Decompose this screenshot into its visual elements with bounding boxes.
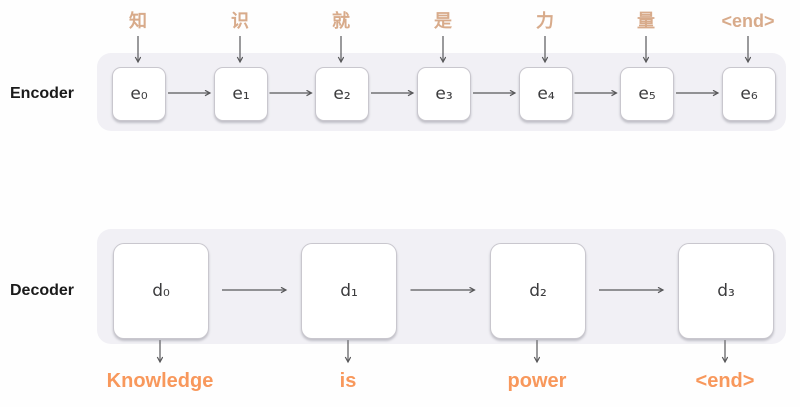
decoder-output-token: is [339, 370, 357, 392]
decoder-cell: d₃ [678, 243, 774, 339]
encoder-cell-label: e₆ [740, 84, 758, 104]
encoder-cell: e₂ [315, 67, 369, 121]
encoder-input-token: <end> [721, 11, 775, 31]
decoder-cell: d₂ [490, 243, 586, 339]
encoder-cell-label: e₂ [333, 84, 351, 104]
decoder-output-token: Knowledge [106, 370, 214, 392]
encoder-cell: e₄ [519, 67, 573, 121]
decoder-output-token: power [507, 370, 567, 392]
decoder-section-label: Decoder [10, 282, 75, 299]
encoder-input-token: 力 [536, 11, 554, 31]
decoder-cell-label: d₂ [529, 281, 547, 301]
decoder-cell-label: d₁ [340, 281, 358, 301]
encoder-input-token: 量 [637, 11, 655, 31]
encoder-section-label: Encoder [10, 85, 75, 102]
encoder-cell: e₅ [620, 67, 674, 121]
encoder-input-token: 识 [231, 11, 249, 31]
decoder-cell: d₀ [113, 243, 209, 339]
encoder-cell-label: e₄ [537, 84, 555, 104]
decoder-output-token: <end> [695, 370, 755, 392]
encoder-input-token: 就 [332, 11, 350, 31]
encoder-cell-label: e₅ [638, 84, 656, 104]
encoder-input-token: 知 [129, 11, 147, 31]
encoder-cell-label: e₀ [130, 84, 148, 104]
decoder-cell: d₁ [301, 243, 397, 339]
encoder-cell-label: e₁ [232, 84, 250, 104]
encoder-cell-label: e₃ [435, 84, 453, 104]
encoder-cell: e₃ [417, 67, 471, 121]
decoder-track [97, 229, 786, 344]
encoder-cell: e₆ [722, 67, 776, 121]
decoder-cell-label: d₃ [717, 281, 735, 301]
encoder-cell: e₁ [214, 67, 268, 121]
decoder-cell-label: d₀ [152, 281, 170, 301]
encoder-input-token: 是 [434, 11, 452, 31]
encoder-cell: e₀ [112, 67, 166, 121]
